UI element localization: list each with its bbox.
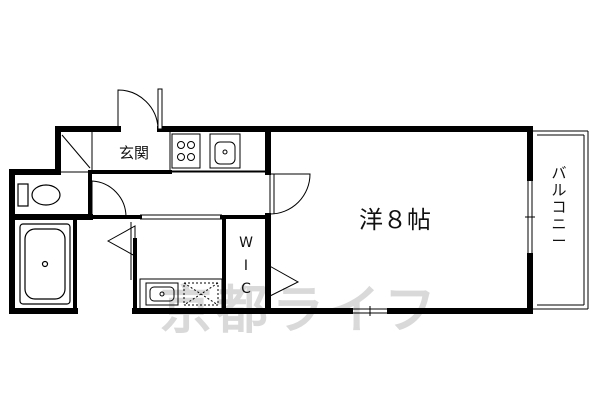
balcony-label-char: バ [551,164,566,182]
doors [91,88,311,305]
toilet-fixture [17,183,61,207]
thin-lines [58,130,589,316]
outer-walls [9,126,533,314]
wic-letter-c: C [241,281,251,297]
entrance-label: 玄関 [119,144,149,162]
wic-letter-w: W [239,235,253,251]
wash-basin-fixture [145,282,179,306]
western-room-label: 洋８帖 [359,206,431,234]
stove-fixture [171,133,201,169]
kitchen-sink-fixture [209,133,241,169]
bathtub-fixture [19,223,71,305]
balcony-label-char: ー [551,232,566,250]
washer-space-fixture [183,282,219,306]
wic-letter-i: I [244,258,248,274]
balcony-label-char: ニ [551,215,566,233]
balcony-label-char: コ [551,198,566,216]
balcony-label-char: ル [551,181,566,199]
